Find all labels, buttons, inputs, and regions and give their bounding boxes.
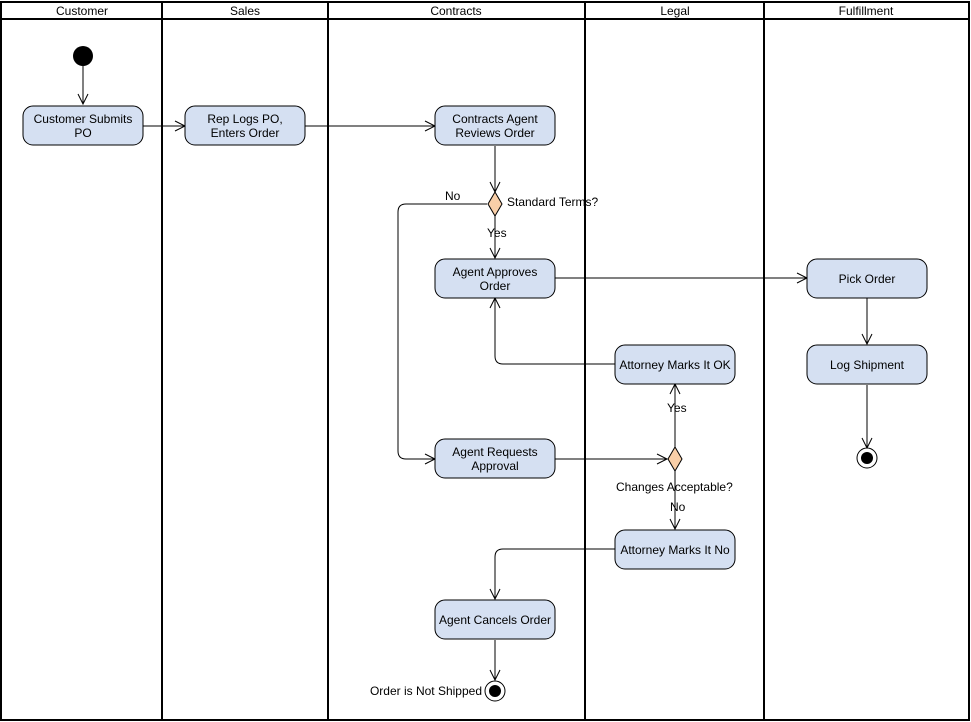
activity-label: Log Shipment: [830, 358, 905, 372]
lane-title-legal: Legal: [660, 4, 689, 18]
activity-log-shipment: Log Shipment: [806, 344, 928, 385]
lane-title-fulfillment: Fulfillment: [839, 4, 894, 18]
activity-label: PO: [74, 126, 91, 140]
activity-pick-order: Pick Order: [806, 258, 928, 299]
flow-label-no: No: [670, 500, 686, 514]
lane-title-sales: Sales: [230, 4, 260, 18]
decision-label-changes-acceptable: Changes Acceptable?: [616, 480, 733, 494]
final-node-fulfillment: [856, 447, 878, 469]
decision-standard-terms: [487, 191, 503, 217]
activity-label: Customer Submits: [34, 112, 133, 126]
activity-contracts-agent-reviews: Contracts Agent Reviews Order: [434, 105, 556, 146]
activity-label: Agent Cancels Order: [439, 613, 551, 627]
flow-edges: [77, 66, 873, 682]
activity-rep-logs-po: Rep Logs PO, Enters Order: [184, 105, 306, 146]
flow-label-yes: Yes: [667, 401, 687, 415]
activity-agent-approves-order: Agent Approves Order: [434, 258, 556, 299]
activity-label: Order: [480, 279, 511, 293]
activity-label: Agent Requests: [452, 445, 537, 459]
end-label-not-shipped: Order is Not Shipped: [370, 684, 482, 698]
initial-node: [73, 46, 93, 66]
lane-title-contracts: Contracts: [430, 4, 481, 18]
activity-agent-requests-approval: Agent Requests Approval: [434, 438, 556, 479]
decision-label-standard-terms: Standard Terms?: [507, 195, 598, 209]
activity-label: Enters Order: [211, 126, 280, 140]
flow-label-no: No: [445, 189, 461, 203]
activity-label: Reviews Order: [455, 126, 534, 140]
activity-label: Agent Approves: [453, 265, 538, 279]
activity-customer-submits-po: Customer Submits PO: [22, 105, 144, 146]
activity-label: Attorney Marks It No: [620, 543, 730, 557]
activity-attorney-marks-no: Attorney Marks It No: [614, 529, 736, 570]
activity-label: Approval: [471, 459, 518, 473]
decision-changes-acceptable: [667, 446, 683, 472]
activity-label: Contracts Agent: [452, 112, 538, 126]
activity-label: Attorney Marks It OK: [619, 358, 730, 372]
lane-title-customer: Customer: [56, 4, 108, 18]
activity-label: Rep Logs PO,: [207, 112, 282, 126]
activity-label: Pick Order: [839, 272, 896, 286]
activity-agent-cancels-order: Agent Cancels Order: [434, 599, 556, 640]
activity-attorney-marks-ok: Attorney Marks It OK: [614, 344, 736, 385]
flow-label-yes: Yes: [487, 226, 507, 240]
final-node-not-shipped: [484, 680, 506, 702]
